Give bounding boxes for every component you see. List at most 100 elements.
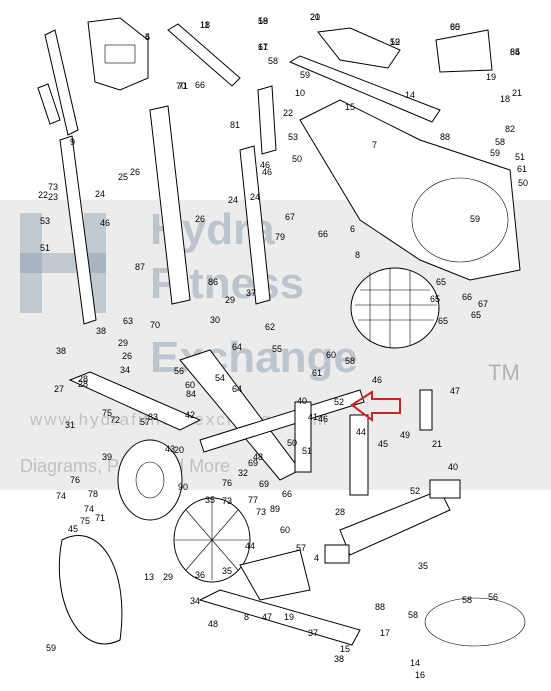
callout-label: 63 <box>123 316 133 326</box>
watermark-trademark: TM <box>488 360 520 385</box>
callout-label: 9 <box>70 137 75 147</box>
callout-label: 90 <box>178 482 188 492</box>
callout-label: 5 <box>145 32 150 42</box>
callout-label: 19 <box>486 72 496 82</box>
callout-label: 41 <box>308 412 318 422</box>
callout-label: 59 <box>490 148 500 158</box>
arm-10 <box>257 85 277 155</box>
callout-label: 19 <box>284 612 294 622</box>
leg-79 <box>239 145 271 305</box>
callout-label: 69 <box>248 458 258 468</box>
callout-label: 45 <box>68 524 78 534</box>
callout-label: 56 <box>488 592 498 602</box>
callout-label: 14 <box>405 90 415 100</box>
callout-label: 61 <box>517 164 527 174</box>
callout-label: 8 <box>244 612 249 622</box>
callout-label: 87 <box>135 262 145 272</box>
callout-label: 31 <box>65 420 75 430</box>
callout-label: 44 <box>356 427 366 437</box>
callout-label: 50 <box>518 178 528 188</box>
callout-label: 45 <box>378 439 388 449</box>
callout-label: 28 <box>78 374 88 384</box>
rear-cover-80 <box>435 29 493 73</box>
callout-label: 74 <box>84 504 94 514</box>
callout-label: 19 <box>258 16 268 26</box>
callout-label: 76 <box>222 478 232 488</box>
callout-label: 58 <box>258 16 268 26</box>
callout-label: 38 <box>96 326 106 336</box>
flywheel-41 <box>117 439 183 521</box>
callout-label: 29 <box>118 338 128 348</box>
callout-label: 23 <box>48 192 58 202</box>
callout-label: 18 <box>500 94 510 104</box>
callout-label: 43 <box>165 444 175 454</box>
handlebar-left-11 <box>37 29 79 136</box>
callout-label: 66 <box>195 80 205 90</box>
callout-label: 69 <box>259 479 269 489</box>
callout-label: 75 <box>102 408 112 418</box>
callout-label: 67 <box>285 212 295 222</box>
callout-label: 65 <box>436 277 446 287</box>
stabilizer-4 <box>339 489 451 556</box>
callout-label: 50 <box>287 438 297 448</box>
callout-label: 46 <box>372 375 382 385</box>
callout-label: 48 <box>253 452 263 462</box>
callout-label: 54 <box>215 373 225 383</box>
callout-label: 78 <box>88 489 98 499</box>
callout-label: 12 <box>390 37 400 47</box>
pedal-13 <box>239 549 311 601</box>
callout-label: 65 <box>471 310 481 320</box>
callout-label: 60 <box>185 380 195 390</box>
callout-label: 47 <box>450 386 460 396</box>
callout-label: 62 <box>265 322 275 332</box>
callout-label: 59 <box>300 70 310 80</box>
callout-label: 21 <box>512 88 522 98</box>
callout-label: 8 <box>355 250 360 260</box>
crank-arm-34 <box>68 371 202 431</box>
callout-label: 37 <box>308 628 318 638</box>
callout-label: 72 <box>110 415 120 425</box>
callout-label: 20 <box>310 12 320 22</box>
callout-label: 59 <box>46 643 56 653</box>
callout-label: 40 <box>448 462 458 472</box>
callout-label: 17 <box>258 42 268 52</box>
callout-label: 84 <box>186 389 196 399</box>
callout-label: 64 <box>232 384 242 394</box>
callout-label: 79 <box>275 232 285 242</box>
callout-label: 22 <box>38 190 48 200</box>
callout-label: 80 <box>450 22 460 32</box>
console-5 <box>87 17 149 91</box>
pulley-36 <box>173 497 251 583</box>
callout-label: 15 <box>345 102 355 112</box>
callout-label: 10 <box>295 88 305 98</box>
callout-label: 44 <box>245 541 255 551</box>
callout-label: 70 <box>150 320 160 330</box>
lower-rail-14 <box>198 589 361 646</box>
callout-label: 51 <box>302 446 312 456</box>
callout-label: 57 <box>140 417 150 427</box>
post-48 <box>419 389 433 431</box>
callout-label: 88 <box>375 602 385 612</box>
callout-label: 73 <box>256 507 266 517</box>
callout-label: 24 <box>228 195 238 205</box>
callout-label: 89 <box>270 504 280 514</box>
callout-label: 84 <box>510 47 520 57</box>
callout-label: 15 <box>340 644 350 654</box>
callout-arrow-icon <box>350 390 401 422</box>
callout-label: 37 <box>246 288 256 298</box>
callout-label: 4 <box>145 32 150 42</box>
callout-label: 60 <box>326 350 336 360</box>
callout-label: 24 <box>95 189 105 199</box>
callout-label: 61 <box>312 368 322 378</box>
arm-9 <box>59 135 97 325</box>
callout-label: 86 <box>208 277 218 287</box>
callout-label: 65 <box>430 294 440 304</box>
callout-label: 50 <box>292 154 302 164</box>
callout-label: 65 <box>438 316 448 326</box>
callout-label: 34 <box>190 596 200 606</box>
callout-label: 64 <box>232 342 242 352</box>
callout-label: 51 <box>40 243 50 253</box>
callout-label: 70 <box>176 81 186 91</box>
callout-label: 16 <box>415 670 425 680</box>
